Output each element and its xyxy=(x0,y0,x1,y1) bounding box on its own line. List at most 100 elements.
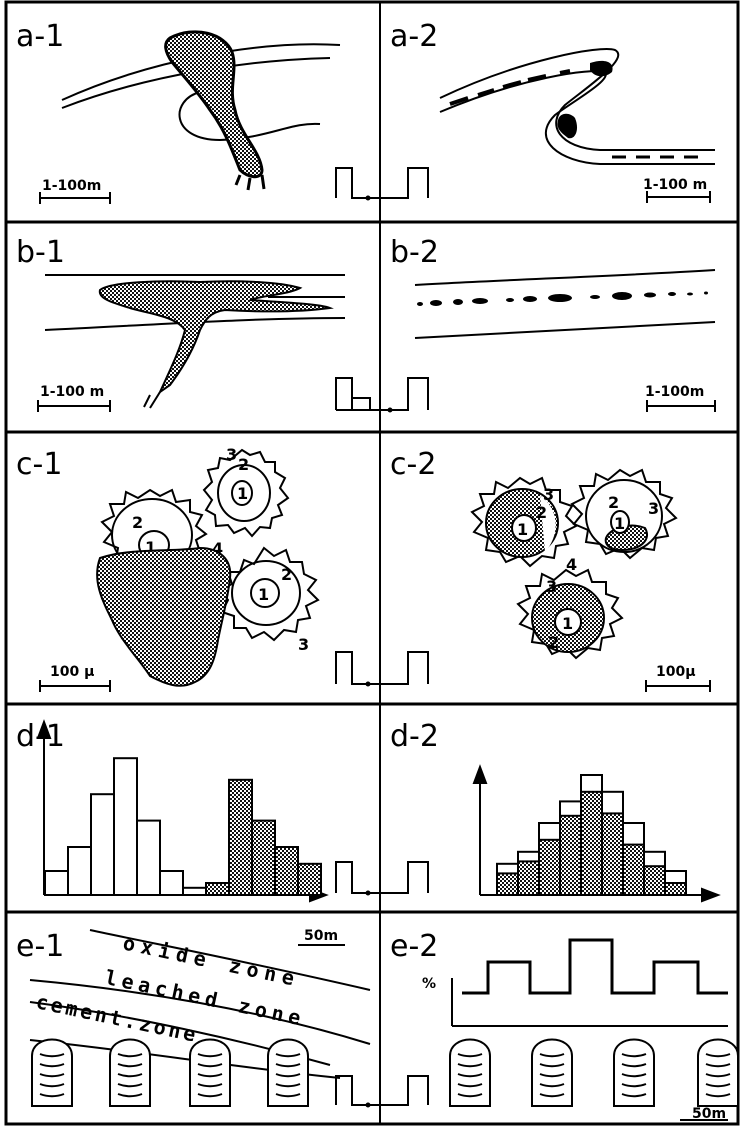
d1-bars xyxy=(44,757,322,897)
scale-bar: 100μ xyxy=(645,664,711,692)
scale-bar: 1-100m xyxy=(39,178,111,204)
d1-hatched-bar xyxy=(274,846,299,896)
d2-bars xyxy=(496,774,687,897)
panel-a2-label: a-2 xyxy=(390,19,438,54)
c1-grain-right: 1 2 3 xyxy=(218,546,320,654)
c2-grain-bottom: 1 2 3 xyxy=(516,568,624,660)
scale-bar: 50m xyxy=(680,1106,728,1122)
drill-core xyxy=(697,1038,739,1107)
c1-right-ring-3: 3 xyxy=(298,635,309,654)
c1-ore-mass xyxy=(96,546,232,687)
drill-core xyxy=(189,1038,231,1107)
panel-e1: e-1 oxide zone leached zone cement.zone … xyxy=(16,928,371,1107)
drill-core xyxy=(31,1038,73,1107)
panel-b2: b-2 1-100m xyxy=(390,235,716,412)
panel-e2: e-2 % 50m xyxy=(390,929,739,1122)
d2-hatched-bar xyxy=(538,838,561,896)
scale-bar: 100 μ xyxy=(39,664,111,692)
panel-e2-label: e-2 xyxy=(390,929,438,964)
a1-scale-label: 1-100m xyxy=(42,178,101,194)
c1-ring-1: 1 xyxy=(237,484,248,503)
panel-a1-label: a-1 xyxy=(16,19,64,54)
a2-scale-label: 1-100 m xyxy=(643,177,707,193)
d1-hatched-bar xyxy=(205,882,230,896)
d2-hatched-bar xyxy=(643,865,666,897)
d2-hatched-bar xyxy=(622,843,645,896)
d2-hatched-bar xyxy=(496,872,519,897)
e1-scale-label: 50m xyxy=(304,928,338,944)
scale-bar: 50m xyxy=(298,928,345,946)
e2-drill-cores xyxy=(449,1038,739,1107)
c1-grain-top: 1 2 3 xyxy=(202,445,290,538)
panel-d1: d-1 xyxy=(16,719,329,903)
c2-right-ring-1: 1 xyxy=(614,514,625,533)
d1-hatched-bar xyxy=(228,778,253,896)
drill-core xyxy=(531,1038,573,1107)
d2-hatched-bar xyxy=(664,882,687,896)
c2-grain-right: 1 2 3 xyxy=(570,468,678,560)
panel-c2-label: c-2 xyxy=(390,447,436,482)
b1-orebody xyxy=(98,280,334,395)
e1-drill-cores xyxy=(31,1038,309,1107)
e2-scale-label: 50m xyxy=(692,1106,726,1122)
c2-ring-4: 4 xyxy=(566,555,577,574)
c2-bottom-ring-3: 3 xyxy=(546,577,557,596)
c2-right-ring-2: 2 xyxy=(608,493,619,512)
c1-ring-4: 4 xyxy=(212,539,223,558)
panel-d2: d-2 xyxy=(390,719,721,903)
drill-core xyxy=(267,1038,309,1107)
d1-open-bar xyxy=(90,793,115,897)
scale-bar: 1-100 m xyxy=(37,384,111,412)
d1-hatched-bar xyxy=(251,819,276,896)
c2-scale-label: 100μ xyxy=(656,664,696,680)
b1-scale-label: 1-100 m xyxy=(40,384,104,400)
d1-open-bar xyxy=(159,870,184,896)
c1-ring-3: 3 xyxy=(226,445,237,464)
panel-grid xyxy=(4,0,740,1126)
e2-grade-profile xyxy=(462,938,728,995)
panel-b1-label: b-1 xyxy=(16,235,65,270)
panel-a2: a-2 1-100 m xyxy=(390,19,715,203)
c2-left-ring-2: 2 xyxy=(536,503,547,522)
e2-y-unit: % xyxy=(422,976,436,992)
panel-e1-label: e-1 xyxy=(16,929,64,964)
c1-right-ring-2: 2 xyxy=(281,565,292,584)
c1-ring-2: 2 xyxy=(238,455,249,474)
panel-d2-label: d-2 xyxy=(390,719,439,754)
drill-core xyxy=(613,1038,655,1107)
drill-core xyxy=(449,1038,491,1107)
d1-open-bar xyxy=(113,757,138,897)
d1-open-bar xyxy=(182,886,207,896)
d2-hatched-bar xyxy=(559,814,582,896)
d2-hatched-bar xyxy=(601,812,624,897)
d2-hatched-bar xyxy=(580,790,603,896)
a1-orebody xyxy=(164,30,264,179)
c1-left-ring-1: 1 xyxy=(145,538,156,557)
c1-scale-label: 100 μ xyxy=(50,664,94,680)
d1-open-bar xyxy=(67,846,92,896)
panel-b1: b-1 1-100 m xyxy=(16,235,346,412)
c2-left-ring-1: 1 xyxy=(517,520,528,539)
d1-hatched-bar xyxy=(297,862,322,896)
drill-core xyxy=(109,1038,151,1107)
step-icons xyxy=(335,167,429,1108)
c1-right-ring-1: 1 xyxy=(258,585,269,604)
panel-c1-label: c-1 xyxy=(16,447,62,482)
d1-open-bar xyxy=(136,819,161,896)
c2-left-ring-3: 3 xyxy=(543,485,554,504)
scale-bar: 1-100 m xyxy=(643,177,711,203)
c1-left-ring-2: 2 xyxy=(132,513,143,532)
c2-bottom-ring-2: 2 xyxy=(548,633,559,652)
d1-open-bar xyxy=(44,870,69,896)
d2-hatched-bar xyxy=(517,860,540,897)
scale-bar: 1-100m xyxy=(645,384,716,412)
c2-bottom-ring-1: 1 xyxy=(562,614,573,633)
panel-c1: c-1 1 2 3 1 2 1 2 3 4 xyxy=(16,445,320,692)
b2-scale-label: 1-100m xyxy=(645,384,704,400)
panel-b2-label: b-2 xyxy=(390,235,439,270)
panel-c2: c-2 1 2 3 1 2 3 1 2 3 4 xyxy=(390,447,711,692)
c2-grain-left: 1 2 3 xyxy=(470,476,578,568)
c2-right-ring-3: 3 xyxy=(648,499,659,518)
panel-a1: a-1 1-100m xyxy=(16,19,341,204)
